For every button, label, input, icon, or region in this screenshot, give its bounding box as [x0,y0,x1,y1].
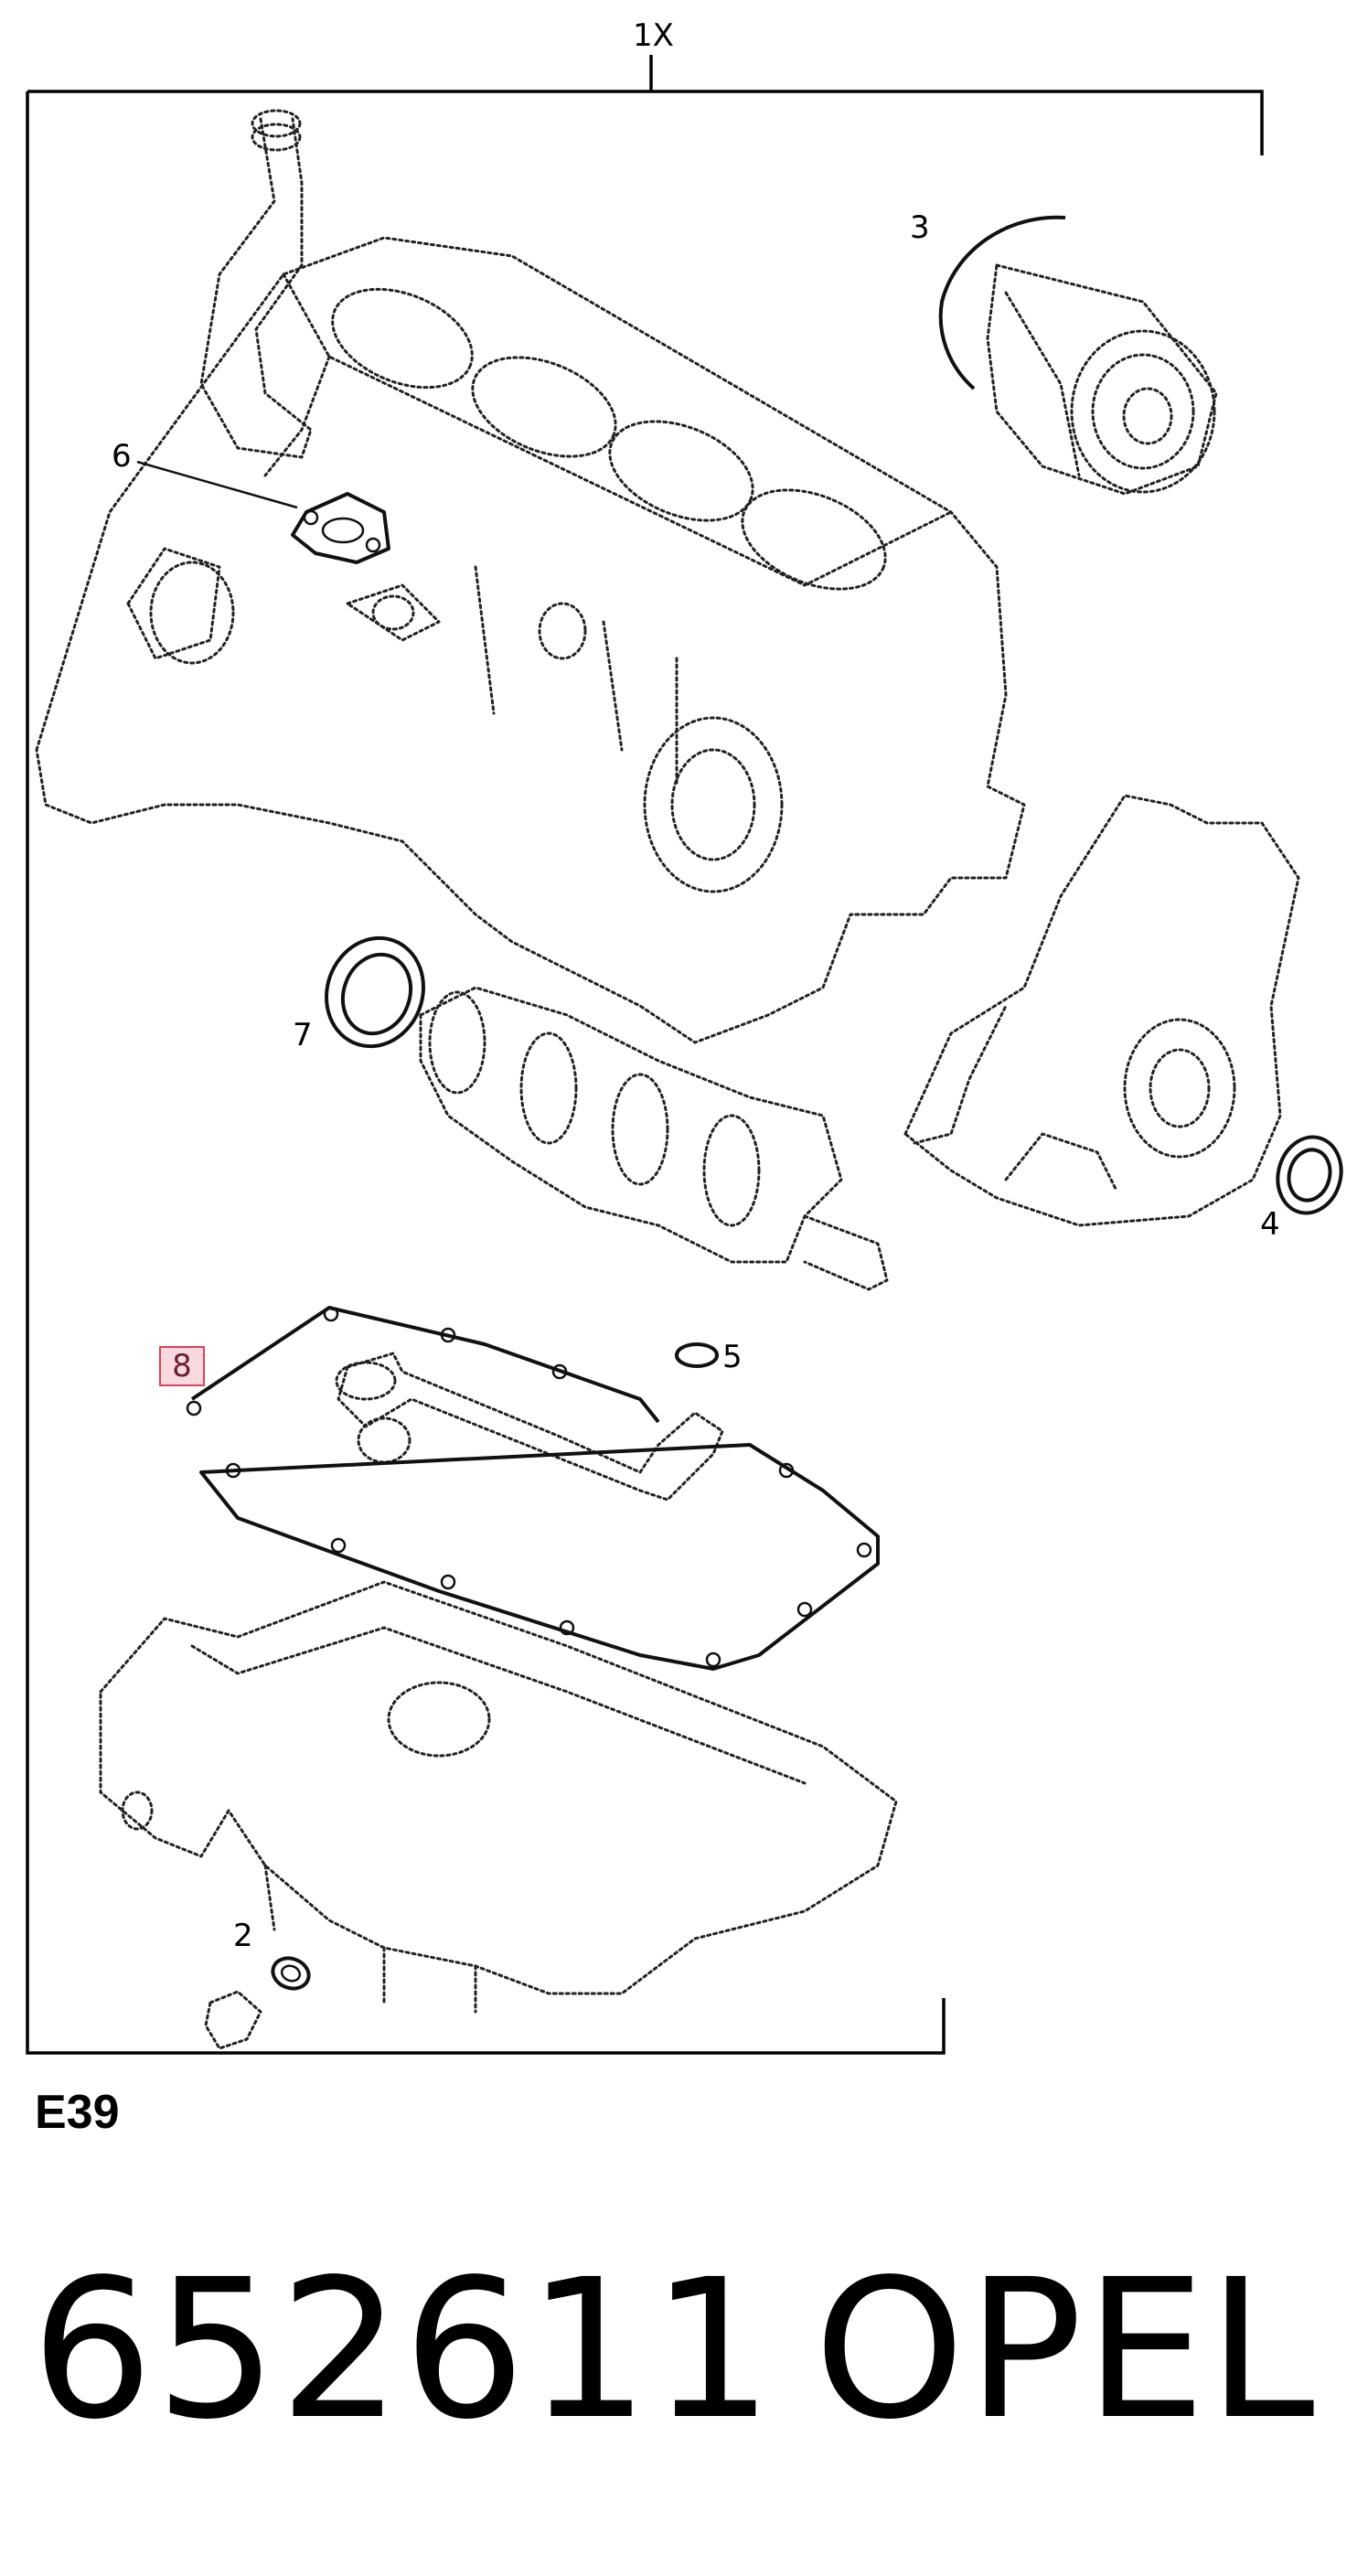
oil-pan [99,1580,898,2014]
part-number: 652611 [31,2238,775,2462]
part-5-o-ring [675,1342,719,1368]
callout-5: 5 [722,1339,743,1375]
dipstick-tube [199,109,313,459]
part-3-water-pump [938,215,1218,496]
part-4-seal [1276,1135,1343,1215]
callout-3: 3 [910,209,930,246]
drain-plug [204,1990,262,2050]
kit-frame [26,55,1264,2055]
front-cover-oil-pump [903,794,1300,1227]
callout-7: 7 [293,1017,313,1053]
brand-name: OPEL [814,2238,1317,2462]
callout-8-highlighted[interactable]: 8 [159,1346,205,1386]
kit-quantity-label: 1X [633,17,674,54]
callout-2: 2 [233,1918,253,1954]
part-7-seal [325,935,425,1049]
callout-6: 6 [112,438,132,475]
part-6-gasket [136,460,390,564]
part-2-drain-washer [271,1956,311,1991]
section-code: E39 [35,2086,120,2139]
oil-pickup-tube [335,1352,724,1502]
callout-4: 4 [1260,1206,1280,1243]
engine-block [35,236,1026,1044]
part-8-oil-pan-gasket [186,1306,880,1671]
crankshaft [419,986,889,1291]
